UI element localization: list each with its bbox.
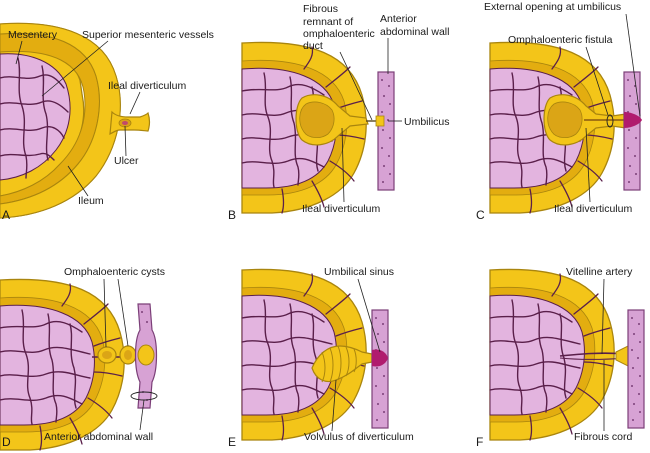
label-ileal-diverticulum-a: Ileal diverticulum [108,80,186,92]
ileum-loop-a [0,22,121,219]
label-anterior-abdominal-wall-d: Anterior abdominal wall [44,431,153,443]
svg-text:Anterior: Anterior [380,13,417,25]
panel-letter-a: A [2,208,10,222]
panel-d: Omphaloenteric cysts Anterior abdominal … [0,266,165,451]
label-ileum: Ileum [78,195,104,207]
panel-c: External opening at umbilicus Omphaloent… [476,1,642,222]
panel-f: Vitelline artery Fibrous cord F [476,266,645,449]
label-fibrous-cord: Fibrous cord [574,431,633,443]
label-external-opening: External opening at umbilicus [484,1,621,13]
panel-letter-c: C [476,208,485,222]
leaders-d [103,278,145,431]
label-umbilicus: Umbilicus [404,116,450,128]
label-mesentery: Mesentery [8,29,58,41]
panel-letter-b: B [228,208,236,222]
abdominal-wall-c [623,71,641,191]
ileal-diverticulum-b [295,94,378,146]
svg-text:abdominal wall: abdominal wall [380,26,449,38]
omphaloenteric-fistula [543,94,627,146]
leaders-e [331,278,381,432]
panel-letter-d: D [2,435,11,449]
abdominal-wall-f [627,309,645,429]
leaders-c [585,13,641,203]
label-omphaloenteric-cysts: Omphaloenteric cysts [64,266,165,278]
leaders-b [339,38,402,203]
panel-b: Fibrous remnant of omphaloenteric duct A… [228,3,450,222]
svg-text:remnant of: remnant of [303,16,353,28]
panel-a: Mesentery Superior mesenteric vessels Il… [0,22,214,222]
panel-e: Umbilical sinus Volvulus of diverticulum… [228,266,414,449]
leaders-f [601,278,605,431]
label-umbilical-sinus: Umbilical sinus [324,266,394,278]
omphaloenteric-cysts [92,345,140,365]
anterior-abdominal-wall-label-b: Anterior abdominal wall [380,13,449,38]
label-volvulus: Volvulus of diverticulum [304,431,414,443]
label-vitelline-artery: Vitelline artery [566,266,633,278]
abdominal-wall-b [377,71,395,191]
svg-text:omphaloenteric: omphaloenteric [303,28,375,40]
label-superior-mesenteric-vessels: Superior mesenteric vessels [82,29,214,41]
panel-letter-e: E [228,435,236,449]
panel-letter-f: F [476,435,483,449]
label-omphaloenteric-fistula: Omphaloenteric fistula [508,34,613,46]
ileal-diverticulum-a [109,110,151,136]
label-ileal-diverticulum-b: Ileal diverticulum [302,203,380,215]
svg-text:duct: duct [303,40,323,52]
abdominal-wall-d [130,303,158,409]
leaders-a [15,40,141,197]
label-ileal-diverticulum-c: Ileal diverticulum [554,203,632,215]
label-ulcer: Ulcer [114,155,139,167]
svg-text:Fibrous: Fibrous [303,3,338,15]
abdominal-wall-e [371,309,389,429]
fibrous-remnant-label: Fibrous remnant of omphaloenteric duct [303,3,375,52]
